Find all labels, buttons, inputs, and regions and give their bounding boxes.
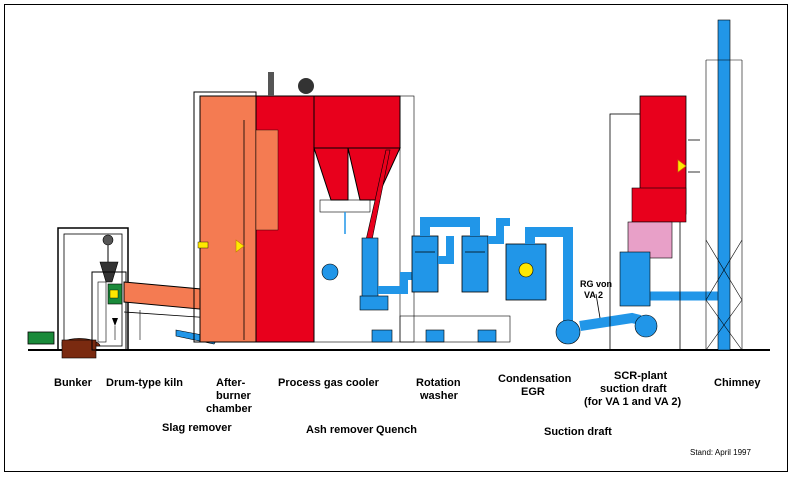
rg-arrow [595,293,601,319]
label-rg-2: VA 2 [584,290,604,300]
label-process-gas-cooler: Process gas cooler [278,377,379,389]
label-suction-draft: Suction draft [544,426,612,438]
label-stand: Stand: April 1997 [690,448,751,457]
diagram-frame [4,4,788,472]
label-condensation-1: Condensation [498,373,572,385]
label-afterburner-2: burner [216,390,251,402]
label-scr-2: suction draft [600,383,667,395]
chimney [705,19,743,351]
drum-kiln-unit [91,271,213,351]
label-ash-remover: Ash remover [306,424,374,436]
label-afterburner-3: chamber [206,403,252,415]
condensation-egr [505,227,581,345]
process-gas-cooler [255,72,415,343]
label-quench: Quench [376,424,417,436]
label-rg-1: RG von [580,279,613,289]
label-bunker: Bunker [54,377,92,389]
label-drum-kiln: Drum-type kiln [106,377,184,389]
bunker-unit [27,227,129,359]
quench-unit [359,149,418,343]
label-scr-1: SCR-plant [614,370,668,382]
label-chimney: Chimney [714,377,761,389]
label-rotation-1: Rotation [416,377,461,389]
label-slag-remover: Slag remover [162,422,232,434]
afterburner-chamber [193,91,257,343]
label-scr-3: (for VA 1 and VA 2) [584,396,682,408]
label-condensation-2: EGR [521,386,545,398]
rotation-washer [399,217,511,343]
scr-plant [609,95,700,351]
label-rotation-2: washer [420,390,458,402]
label-afterburner-1: After- [216,377,246,389]
